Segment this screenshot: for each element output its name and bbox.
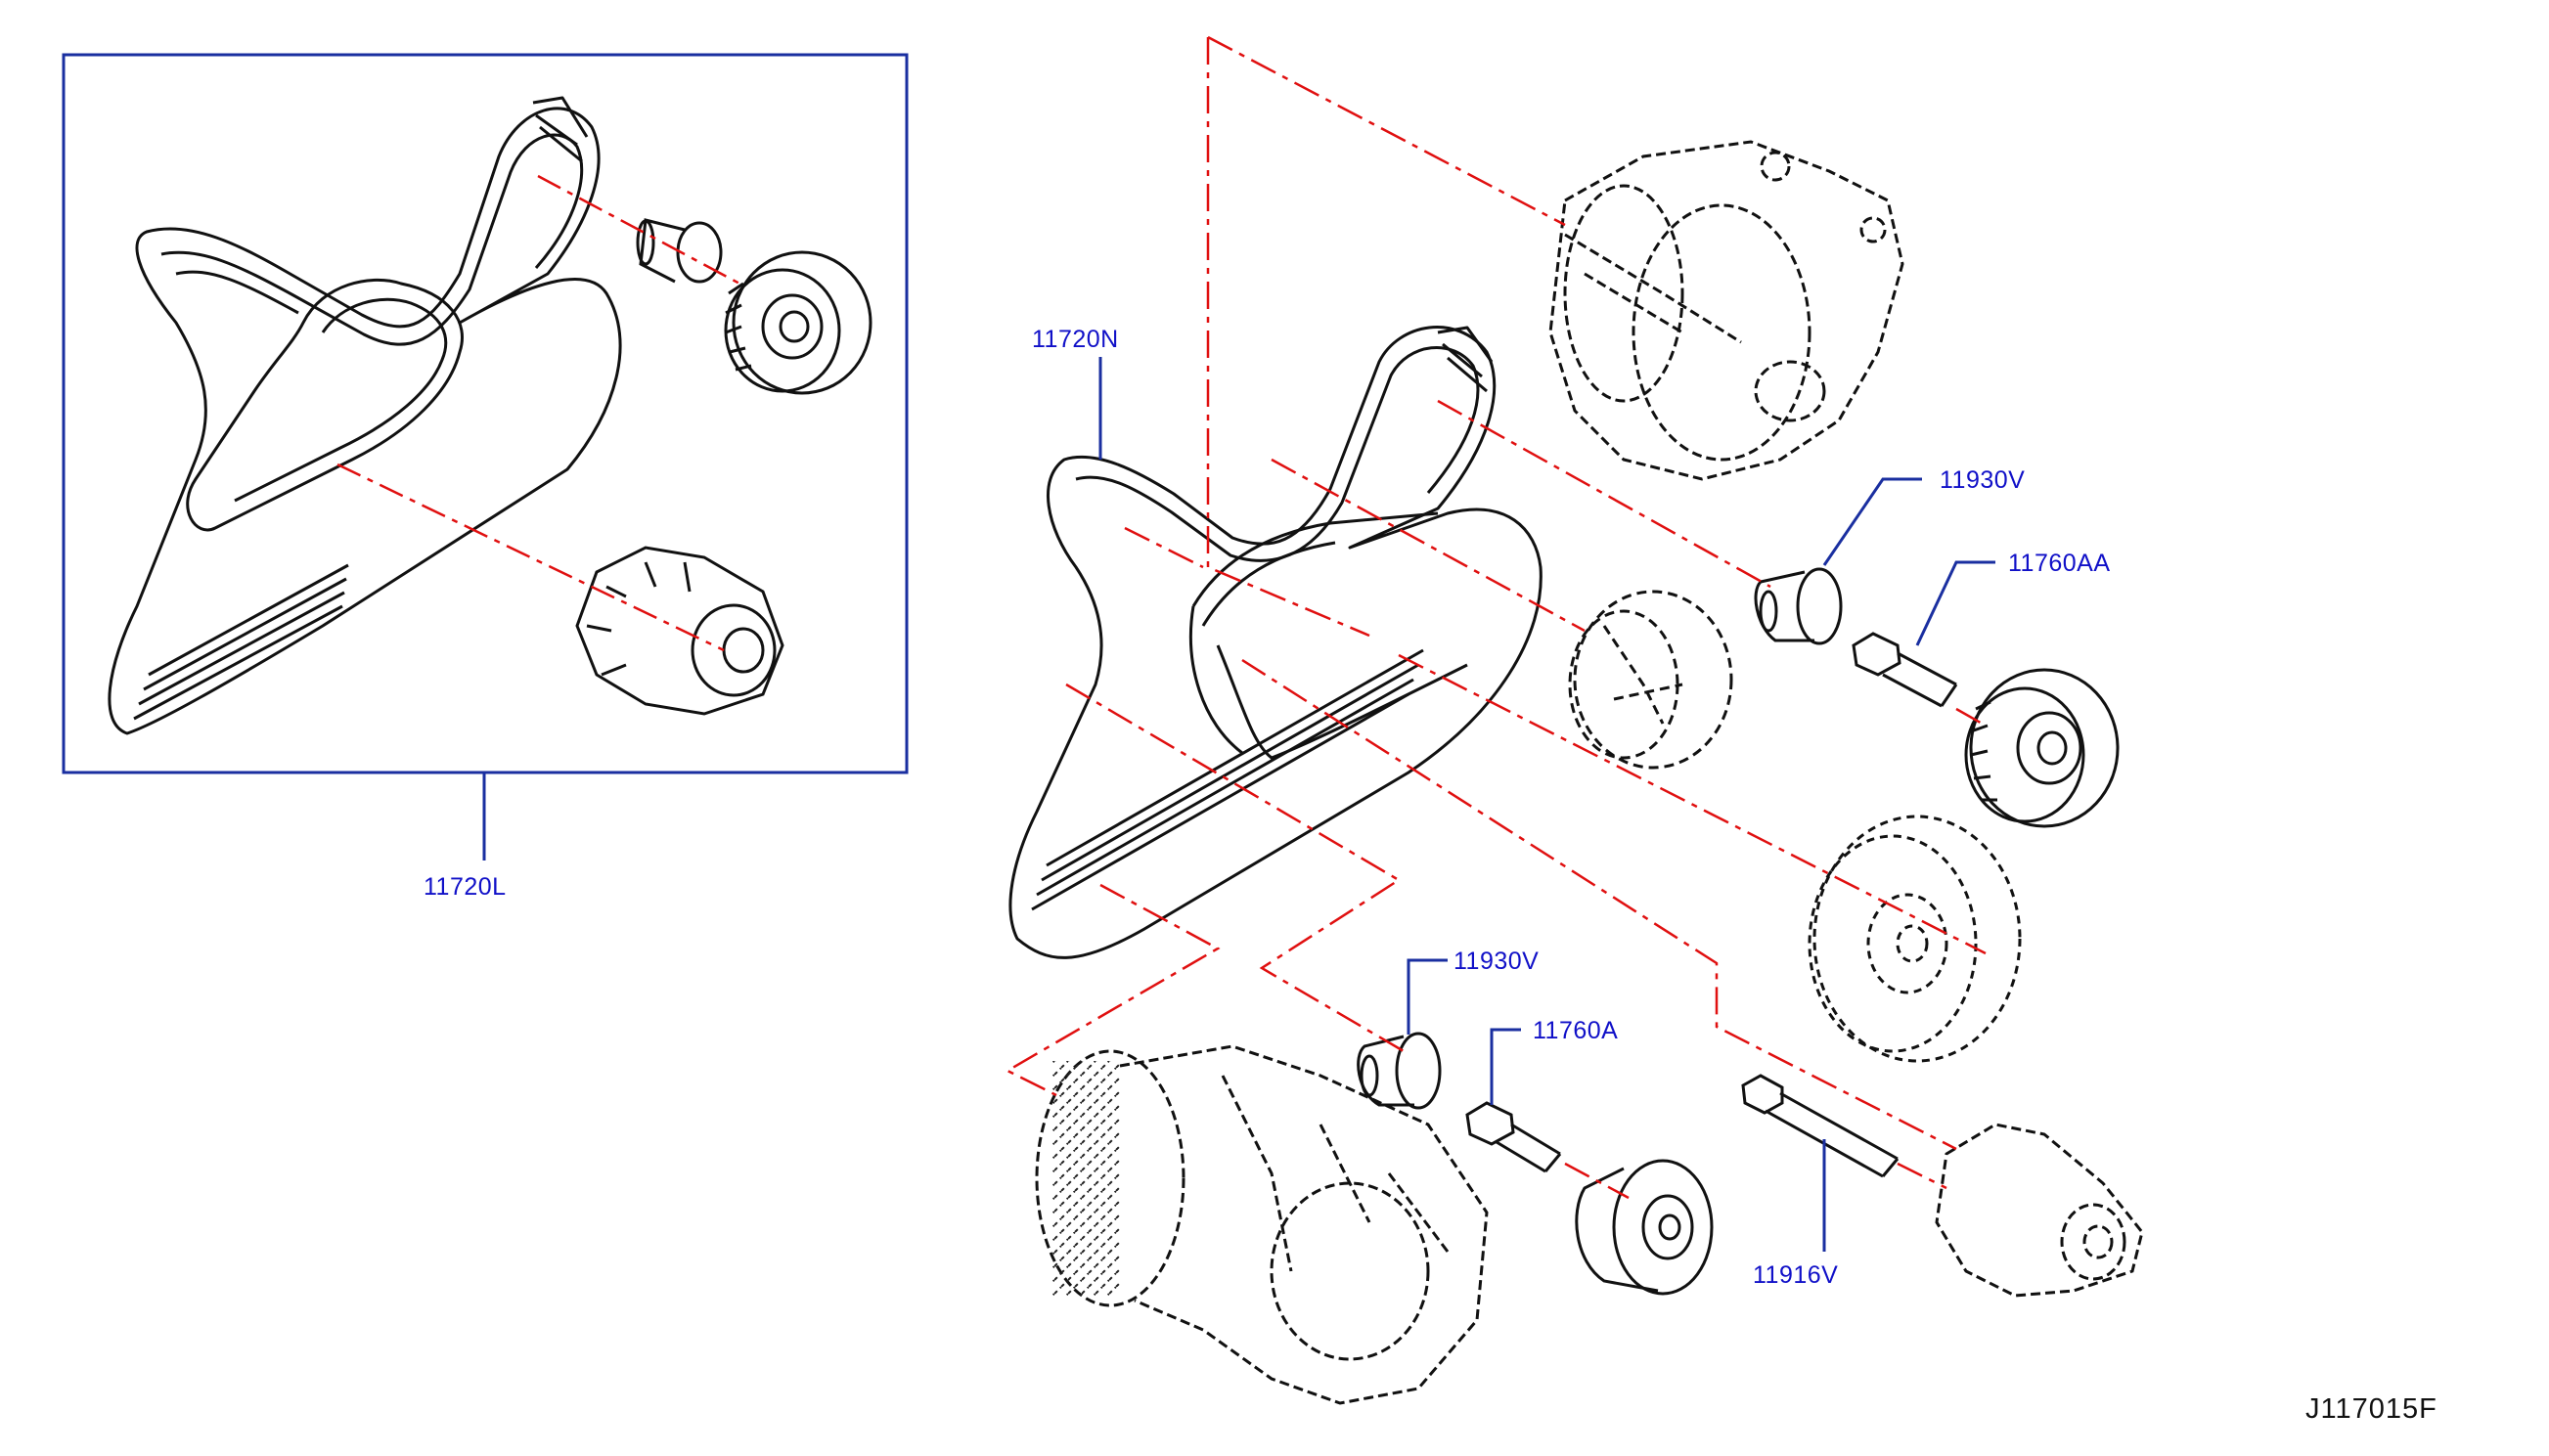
leader-lines (1098, 357, 1995, 1252)
kit-centerlines (336, 174, 744, 652)
kit-box (62, 53, 909, 860)
label-idler-bolt-lower[interactable]: 11760A (1533, 1017, 1619, 1044)
pulley-cap-lower-icon (1357, 1032, 1442, 1110)
label-belt[interactable]: 11720N (1032, 326, 1119, 353)
kit-idler-pulley-icon (724, 250, 872, 395)
water-pump-pulley-icon (1568, 590, 1733, 770)
kit-tensioner-icon (575, 546, 784, 716)
crank-pulley-icon (1808, 815, 2022, 1063)
label-pulley-cap-lower[interactable]: 11930V (1453, 948, 1540, 975)
drawing-code: J117015F (2305, 1393, 2437, 1425)
pulley-cap-upper-icon (1754, 567, 1843, 645)
tensioner-bolt-icon (1741, 1074, 1900, 1178)
tensioner-icon (1935, 1123, 2144, 1298)
label-pulley-cap-upper[interactable]: 11930V (1940, 466, 2026, 494)
main-belt-icon (1008, 326, 1543, 959)
idler-bolt-upper-icon (1852, 632, 1958, 708)
kit-belt-icon (108, 96, 622, 735)
alternator-icon (1548, 140, 1904, 481)
label-idler-bolt-upper[interactable]: 11760AA (2008, 550, 2111, 577)
idler-pulley-upper-icon (1964, 668, 2120, 828)
main-centerlines (1005, 35, 1987, 1200)
kit-pulley-cap-icon (636, 218, 723, 284)
label-belt-kit[interactable]: 11720L (424, 873, 507, 901)
label-tensioner-bolt[interactable]: 11916V (1753, 1261, 1839, 1289)
idler-pulley-lower-icon (1575, 1159, 1714, 1296)
idler-bolt-lower-icon (1465, 1101, 1562, 1173)
ac-compressor-icon (1035, 1044, 1489, 1405)
